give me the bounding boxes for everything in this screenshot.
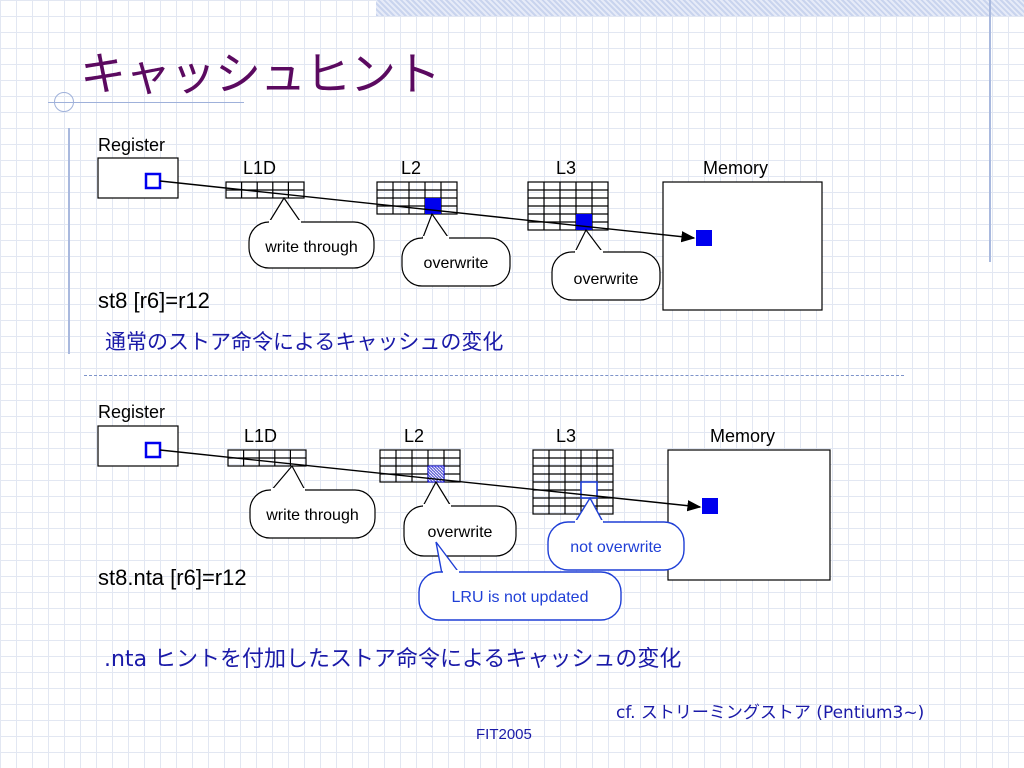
svg-text:write through: write through [264, 239, 358, 256]
l2-data-block [425, 198, 441, 214]
memory-data-block [702, 498, 718, 514]
callout-l2-overwrite: overwrite [403, 480, 517, 557]
l3-unchanged-block [580, 481, 598, 499]
register-label: Register [98, 402, 165, 422]
svg-text:not overwrite: not overwrite [570, 539, 662, 556]
register-label: Register [98, 135, 165, 155]
memory-data-block [696, 230, 712, 246]
section-divider [84, 375, 904, 376]
svg-text:overwrite: overwrite [424, 255, 489, 272]
reference-note: cf. ストリーミングストア (Pentium3~) [616, 703, 925, 723]
l3-cache-grid [527, 181, 609, 231]
memory-box [667, 449, 831, 581]
svg-text:overwrite: overwrite [574, 271, 639, 288]
title-underline [48, 102, 244, 103]
register-box [97, 425, 179, 467]
svg-text:LRU is not updated: LRU is not updated [452, 589, 589, 606]
caption-nta-store: .nta ヒントを付加したストア命令によるキャッシュの変化 [104, 647, 682, 672]
footer-text: FIT2005 [476, 726, 532, 743]
crosshair-ornament-icon [54, 92, 74, 112]
callout-write-through: write through [248, 196, 375, 269]
memory-box [662, 181, 823, 311]
l3-data-block [576, 214, 592, 230]
register-box [97, 157, 179, 199]
top-decorative-band [376, 0, 1024, 16]
register-slot-icon [144, 172, 162, 190]
slide-title: キャッシュヒント [80, 47, 441, 101]
diagram-bottom: Register L1D L2 L3 [97, 402, 831, 621]
callout-l3-overwrite: overwrite [551, 228, 661, 301]
l2-cache-grid [376, 181, 458, 215]
callout-lru-not-updated: LRU is not updated [418, 541, 622, 621]
l1d-label: L1D [243, 158, 276, 178]
left-accent-line [68, 128, 70, 354]
l2-label: L2 [404, 426, 424, 446]
memory-label: Memory [703, 158, 768, 178]
store-path-arrow [159, 180, 696, 243]
instruction-text: st8.nta [r6]=r12 [98, 565, 247, 590]
l1d-cache-grid [225, 181, 305, 199]
l3-label: L3 [556, 158, 576, 178]
caption-normal-store: 通常のストア命令によるキャッシュの変化 [105, 330, 504, 354]
store-path-arrow [159, 449, 702, 512]
l3-label: L3 [556, 426, 576, 446]
svg-text:overwrite: overwrite [428, 524, 493, 541]
callout-l3-not-overwrite: not overwrite [547, 496, 685, 571]
l3-cache-grid [532, 449, 614, 515]
register-slot-icon [144, 441, 162, 459]
callout-l2-overwrite: overwrite [401, 212, 511, 287]
instruction-text: st8 [r6]=r12 [98, 288, 210, 313]
diagram-top: Register L1D L2 L3 [97, 135, 823, 313]
memory-label: Memory [710, 426, 775, 446]
l2-label: L2 [401, 158, 421, 178]
right-accent-line [989, 0, 991, 262]
l1d-label: L1D [244, 426, 277, 446]
l1d-cache-grid [227, 449, 307, 467]
svg-text:write through: write through [265, 507, 359, 524]
callout-write-through: write through [249, 464, 376, 539]
